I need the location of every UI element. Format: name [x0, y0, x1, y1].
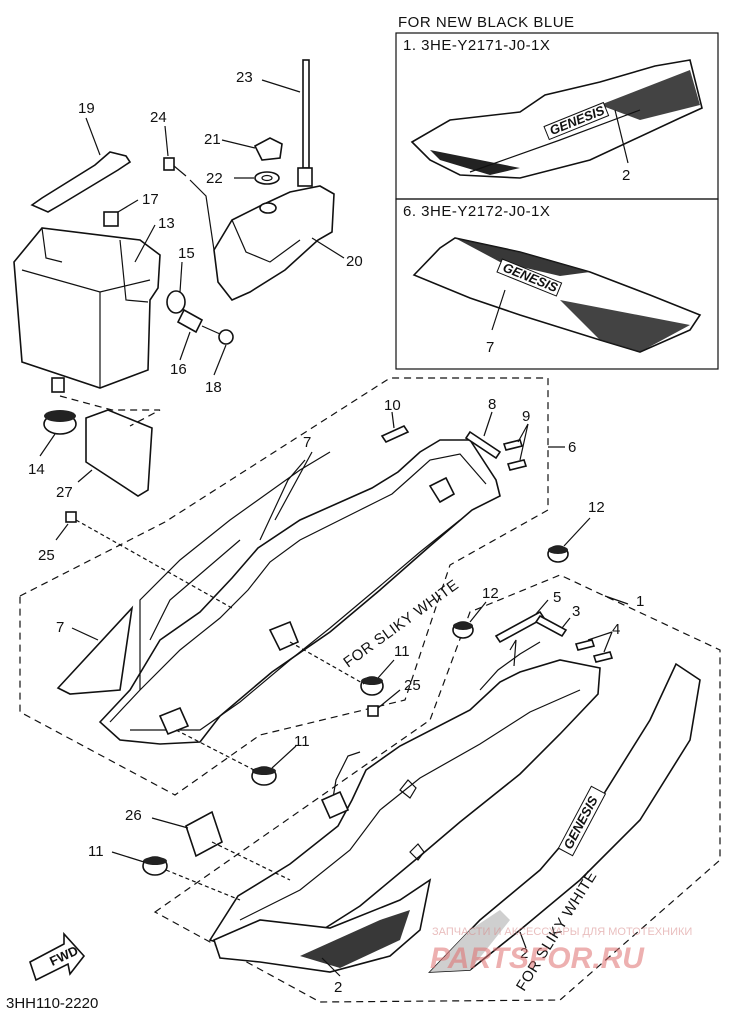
clip-4a [574, 639, 596, 651]
battery-box-foot [51, 377, 65, 393]
screw-25b [367, 705, 379, 717]
callout-4: 4 [612, 621, 620, 638]
callout-15: 15 [178, 245, 195, 262]
callout-5: 5 [553, 589, 561, 606]
battery-strap [30, 151, 132, 213]
variant-2-callout: 7 [486, 339, 494, 356]
callout-1: 1 [636, 593, 644, 610]
variant-1-ref: 1. 3HE-Y2171-J0-1X [403, 37, 550, 54]
callout-16: 16 [170, 361, 187, 378]
callout-3: 3 [572, 603, 580, 620]
side-cover-1 [208, 659, 601, 953]
watermark-line1: ЗАПЧАСТИ И АКСЕССУАРЫ ДЛЯ МОТОТЕХНИКИ [432, 926, 692, 938]
callout-20: 20 [346, 253, 363, 270]
clip-9b [506, 459, 528, 471]
watermark: ЗАПЧАСТИ И АКСЕССУАРЫ ДЛЯ МОТОТЕХНИКИ PA… [430, 926, 692, 975]
callout-2b: 2 [334, 979, 342, 996]
pin-3 [534, 614, 568, 638]
callout-13: 13 [158, 215, 175, 232]
callout-7a: 7 [303, 434, 311, 451]
pin-5 [494, 610, 546, 644]
variant-1-callout: 2 [622, 167, 630, 184]
watermark-line2: PARTSFOR.RU [430, 942, 645, 975]
reservoir-tank [213, 185, 335, 301]
callout-18: 18 [205, 379, 222, 396]
callout-17: 17 [142, 191, 159, 208]
callout-11b: 11 [394, 643, 410, 660]
group-1-outline [153, 574, 721, 1003]
variant-header: FOR NEW BLACK BLUE [398, 14, 575, 31]
variant-1-cover: GENESIS 2 [410, 59, 703, 184]
callout-26: 26 [125, 807, 142, 824]
side-cover-6 [98, 439, 501, 745]
reservoir-group: 23 21 22 24 20 [150, 59, 363, 301]
callout-25b: 25 [404, 677, 421, 694]
callout-21: 21 [204, 131, 221, 148]
callout-8: 8 [488, 396, 496, 413]
plate-26 [185, 810, 223, 858]
callout-22: 22 [206, 170, 223, 187]
callout-11c: 11 [88, 843, 104, 860]
variant-box-2 [395, 198, 719, 370]
decal-7-left [56, 605, 134, 695]
callout-7b: 7 [56, 619, 64, 636]
screw-25a [65, 511, 77, 523]
plate-27 [85, 409, 153, 497]
callout-9: 9 [522, 408, 530, 425]
callout-23: 23 [236, 69, 253, 86]
hose-23 [302, 59, 310, 169]
callout-12b: 12 [482, 585, 499, 602]
decal-2-right [428, 662, 701, 973]
variant-2-cover: GENESIS 7 [412, 237, 702, 356]
callout-2a: 2 [520, 945, 528, 962]
pin-8 [464, 430, 502, 460]
battery-box [13, 227, 161, 389]
callout-6: 6 [568, 439, 576, 456]
group-6-outline [19, 377, 549, 796]
callout-10: 10 [384, 397, 401, 414]
callout-27: 27 [56, 484, 73, 501]
callout-24: 24 [150, 109, 167, 126]
washer-22 [254, 171, 280, 185]
callout-25a: 25 [38, 547, 55, 564]
bushing-16 [176, 308, 204, 334]
side-cover-right-group: 1 GENESIS 2 2 FOR SLIKY WHITE 12 [88, 574, 721, 1003]
fwd-arrow: FWD [29, 931, 86, 982]
clip-17 [103, 211, 119, 227]
battery-box-group: 19 17 13 14 27 15 16 [13, 100, 234, 501]
clip-4b [592, 651, 614, 663]
pin-10 [380, 424, 410, 444]
callout-19: 19 [78, 100, 95, 117]
screw-24 [163, 157, 175, 171]
cap-21 [253, 137, 283, 161]
variant-2-ref: 6. 3HE-Y2172-J0-1X [403, 203, 550, 220]
clip-9a [502, 439, 524, 451]
callout-12a: 12 [588, 499, 605, 516]
callout-11a: 11 [294, 733, 310, 750]
bolt-18 [218, 329, 234, 345]
collar-15 [166, 290, 186, 314]
variant-inset: FOR NEW BLACK BLUE 1. 3HE-Y2171-J0-1X 6.… [395, 14, 719, 370]
diagram-code: 3HH110-2220 [6, 995, 98, 1012]
callout-14: 14 [28, 461, 45, 478]
